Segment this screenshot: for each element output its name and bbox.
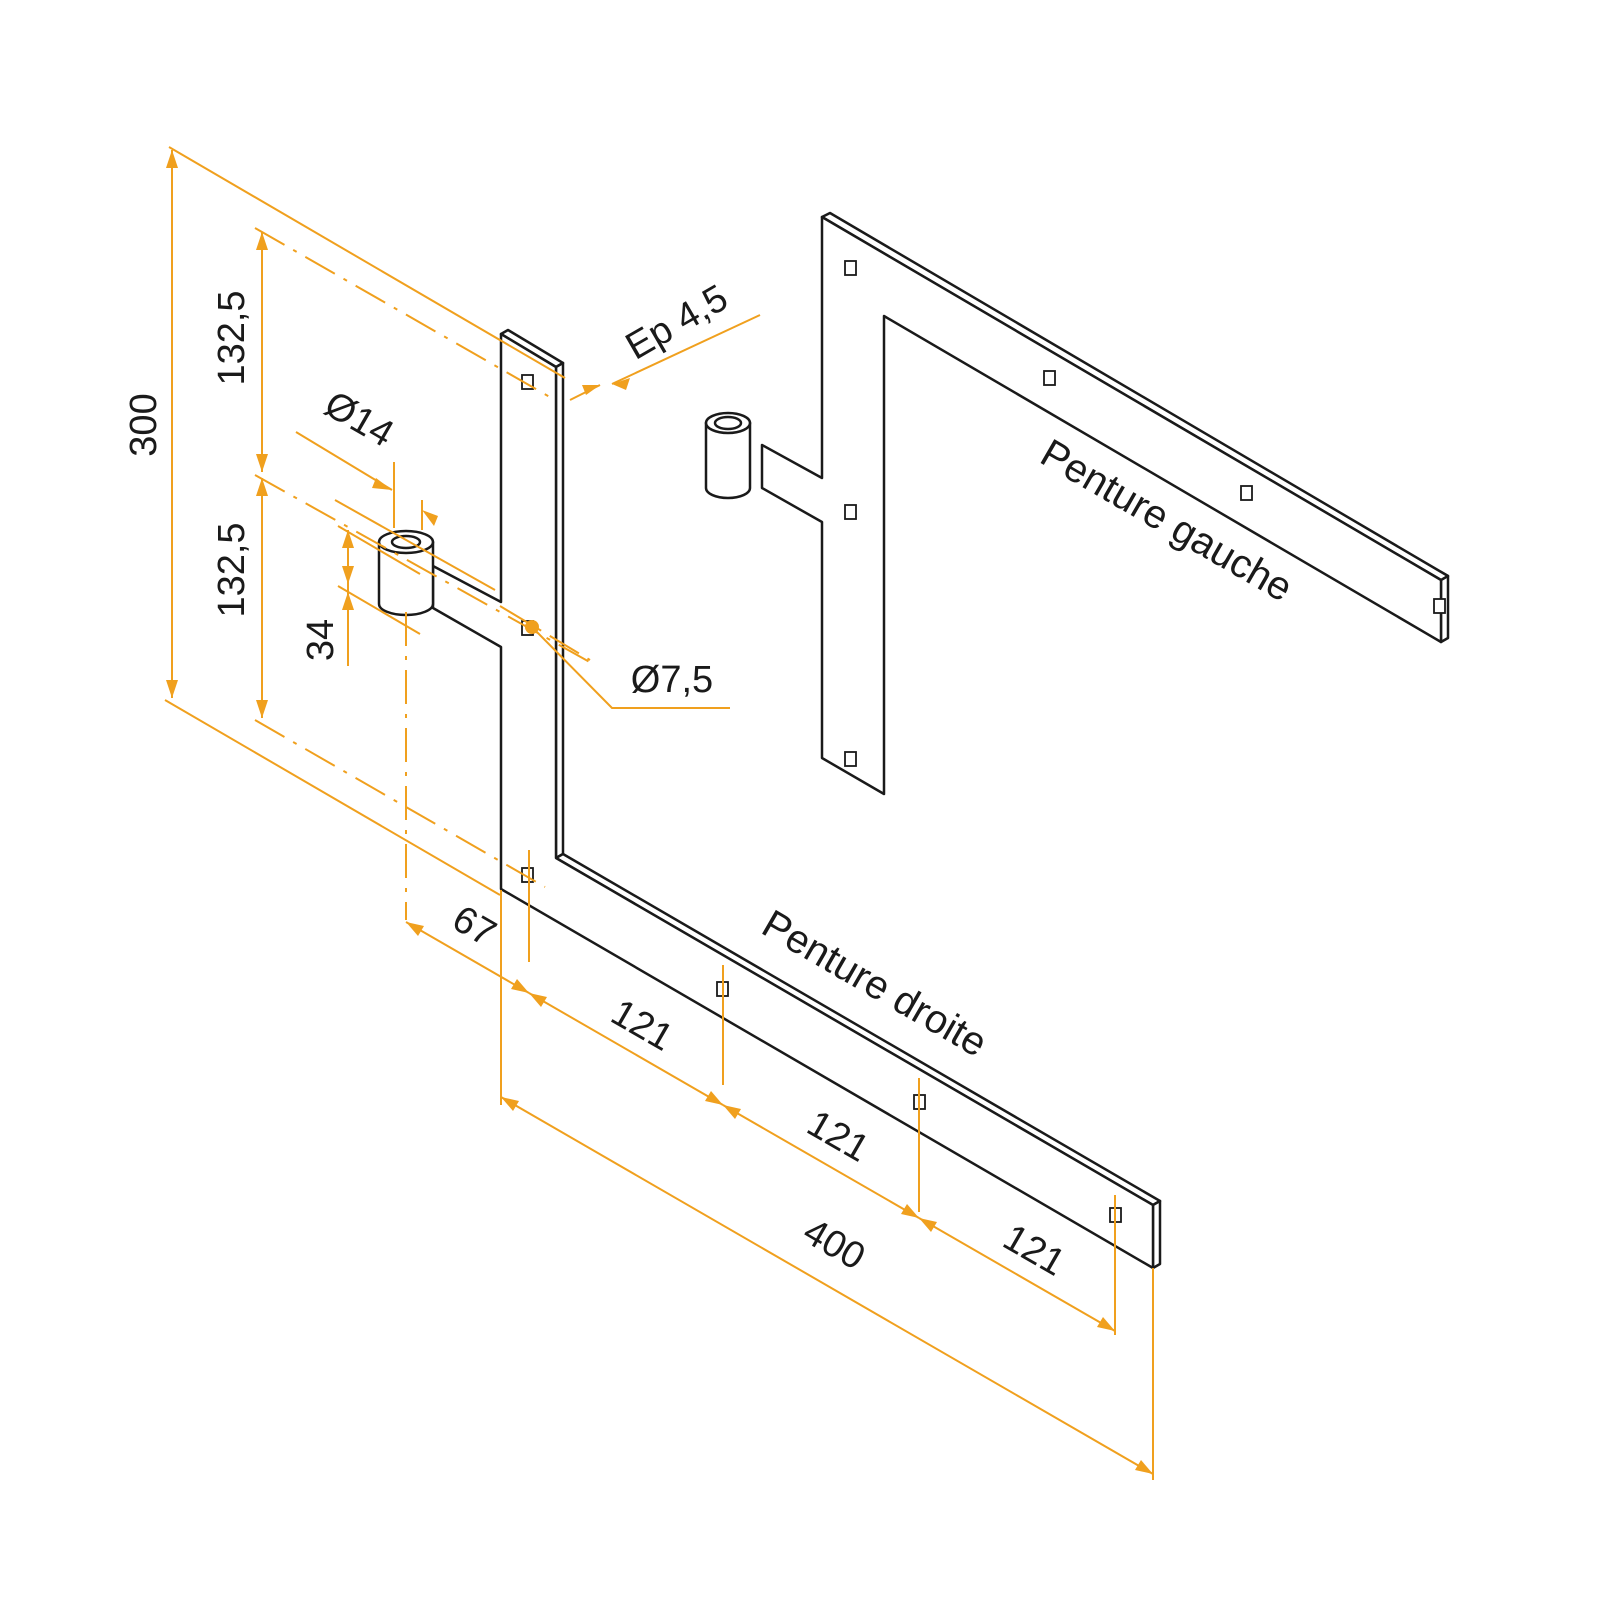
dim-knuckle-height: 34 bbox=[300, 619, 342, 661]
arrowhead bbox=[511, 979, 529, 993]
arrowhead bbox=[582, 385, 600, 395]
hole-center-line bbox=[499, 605, 591, 661]
right-hinge-drawing bbox=[377, 328, 1162, 1270]
arrowhead bbox=[342, 592, 354, 610]
arrowhead bbox=[422, 510, 438, 526]
dim-pivot-offset: 67 bbox=[445, 898, 503, 956]
arrowhead bbox=[901, 1204, 919, 1218]
extension-line bbox=[168, 146, 566, 379]
arrowhead bbox=[256, 700, 268, 718]
arrowhead bbox=[256, 478, 268, 496]
arrowhead bbox=[919, 1218, 937, 1232]
dimension-line-ep bbox=[611, 314, 761, 385]
left-hinge-hole bbox=[844, 504, 857, 520]
arrowhead bbox=[723, 1105, 741, 1119]
right-hinge-hole bbox=[521, 867, 534, 883]
arrowhead bbox=[372, 478, 392, 490]
dimension-line-121 bbox=[528, 992, 724, 1106]
dimension-line-121 bbox=[722, 1104, 920, 1219]
arrowhead bbox=[166, 680, 178, 698]
left-hinge-hole bbox=[844, 260, 857, 276]
dim-lower-half: 132,5 bbox=[211, 522, 253, 617]
left-hinge-hole bbox=[1043, 370, 1056, 386]
dim-hole-diameter: Ø7,5 bbox=[631, 659, 713, 701]
leader-line bbox=[334, 499, 496, 591]
center-line bbox=[254, 474, 596, 666]
left-hinge-holes bbox=[844, 260, 1446, 767]
right-hinge-plate bbox=[431, 332, 1155, 1270]
arrowhead bbox=[1135, 1460, 1153, 1474]
dim-hole-pitch-2: 121 bbox=[800, 1103, 876, 1171]
left-hinge-hole bbox=[1433, 598, 1446, 614]
dimension-line-400 bbox=[500, 1096, 1154, 1475]
extension-line bbox=[164, 699, 501, 896]
arrowhead bbox=[529, 993, 547, 1007]
dimension-line-67 bbox=[405, 921, 530, 994]
arrowhead bbox=[256, 232, 268, 250]
left-hinge-drawing bbox=[704, 211, 1450, 796]
extension-line bbox=[337, 525, 421, 575]
left-hinge-hole bbox=[844, 751, 857, 767]
arrowhead bbox=[705, 1091, 723, 1105]
dim-upper-half: 132,5 bbox=[211, 290, 253, 385]
center-line bbox=[254, 227, 556, 401]
leader-line-hole bbox=[531, 626, 730, 709]
dim-hole-pitch-1: 121 bbox=[604, 992, 680, 1060]
left-hinge-hole bbox=[1240, 485, 1253, 501]
right-hinge-knuckle bbox=[377, 540, 435, 617]
dimension-line-121 bbox=[918, 1217, 1116, 1332]
arrowhead bbox=[166, 150, 178, 168]
dim-overall-height: 300 bbox=[123, 393, 165, 456]
left-hinge-plate bbox=[760, 215, 1443, 796]
arrowhead bbox=[612, 378, 630, 390]
dim-overall-length: 400 bbox=[796, 1211, 872, 1279]
arrowhead bbox=[1097, 1317, 1115, 1331]
left-hinge-knuckle bbox=[704, 421, 752, 500]
center-line bbox=[254, 719, 546, 888]
arrowhead bbox=[406, 922, 424, 936]
dim-hole-pitch-3: 121 bbox=[996, 1217, 1072, 1285]
arrowhead bbox=[342, 530, 354, 548]
arrowhead bbox=[342, 566, 354, 584]
left-hinge-knuckle-bore bbox=[713, 415, 743, 431]
arrowhead bbox=[256, 454, 268, 472]
dimension-layer bbox=[164, 146, 1154, 1480]
arrowhead bbox=[501, 1097, 519, 1111]
dim-knuckle-diameter: Ø14 bbox=[317, 383, 400, 455]
